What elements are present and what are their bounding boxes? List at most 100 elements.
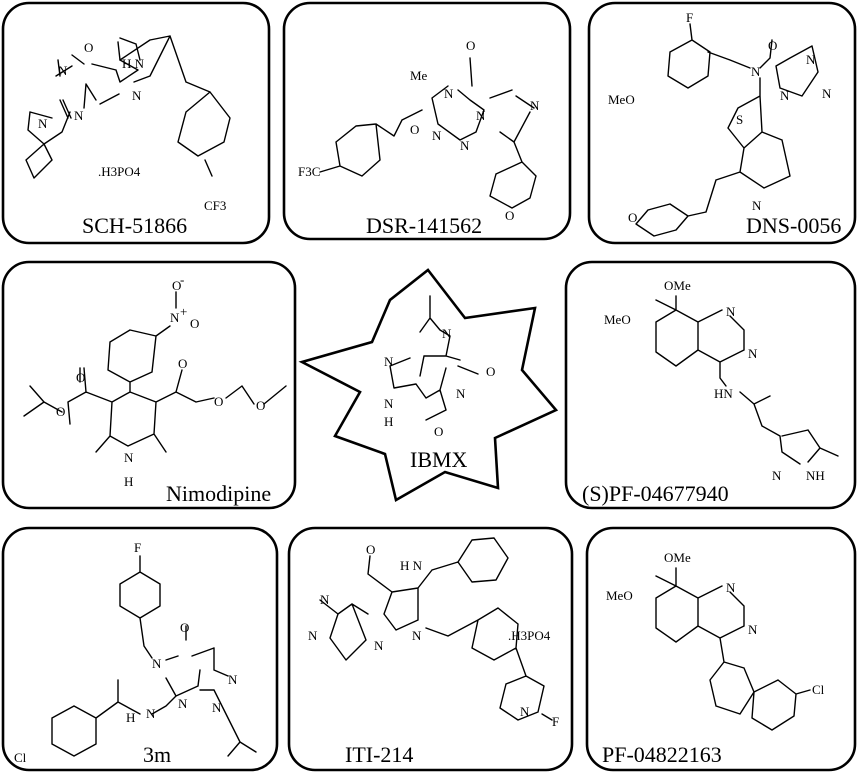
compound-name: SCH-51866: [82, 213, 187, 238]
atom-label: O: [466, 38, 475, 53]
compound-name: DSR-141562: [366, 213, 482, 238]
atom-label: N: [751, 64, 761, 79]
atom-label: MeO: [604, 312, 631, 327]
structure-iti-214: O H N N N N N .H3PO4 N F: [308, 537, 559, 729]
panel-3m: F O N N N N H N Cl 3m: [1, 526, 279, 772]
panel-nimodipine: O - N + O O O O O O N H Nimodipine: [1, 260, 297, 510]
panel-frame: [287, 526, 574, 772]
charge-label: +: [180, 304, 187, 319]
atom-label: O: [76, 370, 85, 385]
structure-sch-51866: O N H N N N N .H3PO4 CF3: [25, 35, 231, 213]
atom-label: OMe: [664, 550, 691, 565]
atom-label: O: [410, 122, 419, 137]
atom-label: O: [56, 404, 65, 419]
atom-label: O: [486, 364, 495, 379]
structure-ibmx: N N N N H O O: [384, 295, 495, 439]
atom-label: F: [552, 714, 559, 729]
atom-label: N: [374, 638, 384, 653]
atom-label: OMe: [664, 278, 691, 293]
atom-label: O: [768, 38, 777, 53]
atom-label: N: [476, 108, 486, 123]
panel-sch-51866: O N H N N N N .H3PO4 CF3 SCH-51866: [1, 1, 271, 245]
atom-label: N: [132, 88, 142, 103]
atom-label: O: [178, 356, 187, 371]
compound-name: DNS-0056: [746, 213, 841, 238]
atom-label: O: [214, 394, 223, 409]
panel-frame: [1, 260, 297, 510]
atom-label: HN: [714, 386, 733, 401]
atom-label: O: [190, 316, 199, 331]
panel-dns-0056: F MeO O N N N N S N O DNS-0056: [587, 1, 857, 245]
atom-label: O: [180, 620, 189, 635]
atom-label: O: [256, 398, 265, 413]
atom-label: N: [772, 468, 782, 483]
atom-label: N: [384, 396, 394, 411]
atom-label: F: [134, 540, 141, 555]
atom-label: O: [84, 40, 93, 55]
atom-label: N: [146, 706, 156, 721]
panel-dsr-141562: O Me N N N N N O O F3C DSR-141562: [282, 1, 572, 241]
compound-name: (S)PF-04677940: [582, 481, 729, 506]
compound-name: 3m: [143, 742, 171, 767]
panel-frame: [585, 526, 857, 772]
atom-label: F3C: [298, 164, 320, 179]
star-frame: [298, 268, 559, 502]
atom-label: N: [456, 386, 466, 401]
salt-label: .H3PO4: [508, 628, 551, 643]
atom-label: N: [726, 304, 736, 319]
atom-label: H: [126, 710, 135, 725]
panel-frame: [1, 1, 271, 245]
atom-label: N: [432, 128, 442, 143]
panel-s-pf-04677940: OMe MeO N N HN N NH (S)PF-04677940: [564, 260, 857, 510]
charge-label: -: [180, 272, 184, 287]
panel-iti-214: O H N N N N N .H3PO4 N F ITI-214: [287, 526, 574, 772]
atom-label: N: [212, 700, 222, 715]
atom-label: N: [152, 656, 162, 671]
atom-label: N: [170, 310, 180, 325]
atom-label: O: [366, 542, 375, 557]
atom-label: N: [442, 326, 452, 341]
atom-label: N: [320, 592, 330, 607]
structure-pf-04822163: OMe MeO N N Cl: [606, 550, 825, 731]
compound-name: Nimodipine: [166, 481, 271, 506]
atom-label: O: [628, 210, 637, 225]
panel-frame: [1, 526, 279, 772]
atom-label: H: [124, 474, 133, 489]
atom-label: H N: [122, 56, 145, 71]
atom-label: CF3: [204, 198, 226, 213]
structure-dns-0056: F MeO O N N N N S N O: [608, 10, 832, 237]
panel-pf-04822163: OMe MeO N N Cl PF-04822163: [585, 526, 857, 772]
salt-label: .H3PO4: [98, 164, 141, 179]
panel-frame: [282, 1, 572, 241]
structure-3m: F O N N N N H N Cl: [14, 540, 257, 765]
atom-label: MeO: [608, 92, 635, 107]
atom-label: H N: [400, 558, 423, 573]
atom-label: N: [74, 108, 84, 123]
atom-label: N: [178, 696, 188, 711]
atom-label: N: [726, 580, 736, 595]
atom-label: N: [124, 450, 134, 465]
structure-s-pf-04677940: OMe MeO N N HN N NH: [604, 278, 839, 483]
atom-label: N: [748, 346, 758, 361]
atom-label: N: [412, 628, 422, 643]
atom-label: N: [752, 198, 762, 213]
atom-label: N: [748, 622, 758, 637]
atom-label: O: [172, 278, 181, 293]
atom-label: N: [806, 52, 816, 67]
atom-label: N: [520, 704, 530, 719]
atom-label: N: [460, 138, 470, 153]
panel-ibmx: N N N N H O O IBMX: [298, 268, 559, 502]
atom-label: F: [686, 10, 693, 25]
atom-label: O: [434, 424, 443, 439]
structure-nimodipine: O - N + O O O O O O N H: [23, 272, 287, 489]
atom-label: Cl: [14, 750, 27, 765]
atom-label: N: [444, 86, 454, 101]
atom-label: O: [505, 208, 514, 223]
atom-label: NH: [806, 468, 825, 483]
atom-label: N: [530, 98, 540, 113]
compound-name: IBMX: [410, 447, 468, 472]
compound-name: ITI-214: [345, 742, 413, 767]
atom-label: N: [780, 88, 790, 103]
atom-label: Me: [410, 68, 428, 83]
